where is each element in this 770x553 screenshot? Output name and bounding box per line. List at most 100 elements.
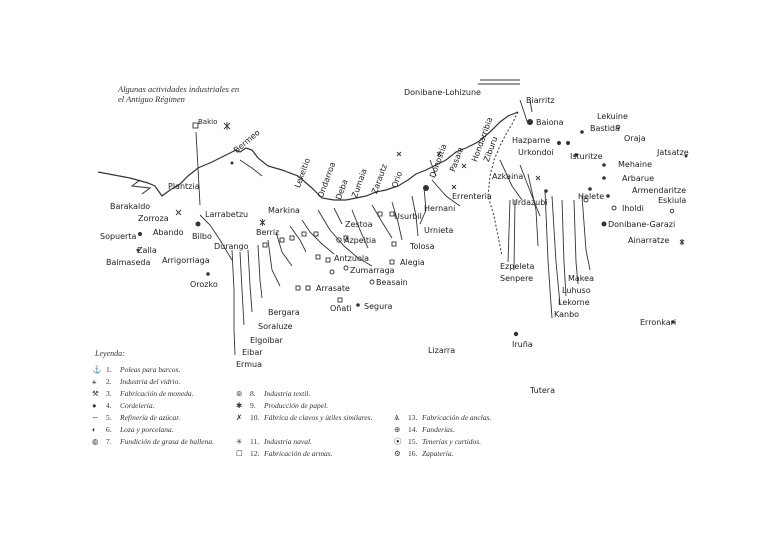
place-segura: Segura — [364, 302, 393, 311]
star-icon: ✳ — [236, 437, 243, 446]
legend-title: Leyenda: — [95, 349, 125, 358]
coin-icon: ⚒ — [92, 389, 99, 398]
place-arrigorriaga: Arrigorriaga — [162, 256, 210, 265]
place-ezpeleta: Ezpeleta — [500, 262, 535, 271]
place-arrasate: Arrasate — [316, 284, 350, 293]
place-urkondoi: Urkondoi — [518, 148, 554, 157]
place-zestoa: Zestoa — [345, 220, 373, 229]
place-bastida: Bastida — [590, 124, 620, 133]
place-sopuerta: Sopuerta — [100, 232, 137, 241]
place-eskiula: Eskiula — [658, 196, 687, 205]
pulley-icon: ⚓ — [92, 365, 102, 374]
place-hazparne: Hazparne — [512, 136, 551, 145]
legend-item-8: ⊚8.Industria textil. — [236, 389, 311, 398]
whale-icon: ◍ — [92, 437, 99, 446]
place-azpeitia: Azpeitia — [344, 236, 377, 245]
place-baiona: Baiona — [536, 118, 564, 127]
place-plantzia: Plantzia — [168, 182, 200, 191]
sugar-icon: ∽ — [92, 413, 99, 422]
legend-item-15: ⦿15.Tenerías y curtidos. — [394, 437, 482, 446]
place-urnieta: Urnieta — [424, 226, 454, 235]
map-title-line-1: Algunas actividades industriales en — [118, 84, 240, 94]
place-jatsatze: Jatsatze — [657, 148, 689, 157]
place-balmaseda: Balmaseda — [106, 258, 151, 267]
ring-dot-icon: ⊚ — [236, 389, 243, 398]
gear-circle-icon: ⚙ — [394, 449, 401, 458]
place-biarritz: Biarritz — [526, 96, 555, 105]
place-alegia: Alegia — [400, 258, 425, 267]
border-line — [487, 111, 519, 257]
place-larrabetzu: Larrabetzu — [205, 210, 249, 219]
place-donibane-lohizune: Donibane-Lohizune — [404, 88, 481, 97]
legend-item-9: ✱9.Producción de papel. — [236, 401, 329, 410]
place-barakaldo: Barakaldo — [110, 202, 151, 211]
legend-item-7: ◍7.Fundición de grasa de ballena. — [92, 437, 214, 446]
open-square-icon: ☐ — [236, 449, 243, 458]
place-isturitze: Isturitze — [570, 152, 603, 161]
place-zorroza: Zorroza — [138, 214, 169, 223]
place-tutera: Tutera — [530, 386, 555, 395]
legend-item-5: ∽5.Refinería de azúcar. — [92, 413, 181, 422]
porcelain-icon: ◐ — [92, 425, 97, 434]
place-hernani: Hernani — [424, 204, 456, 213]
place-berriz: Berriz — [256, 228, 280, 237]
place-ainarratze: Ainarratze — [628, 236, 670, 245]
place-urdazubi: Urdazubi — [512, 198, 548, 207]
place-tolosa: Tolosa — [410, 242, 435, 251]
place-errenteria: Errenteria — [452, 192, 492, 201]
place-lizarra: Lizarra — [428, 346, 456, 355]
place-markina: Markina — [268, 206, 300, 215]
crossed-x-icon: ✗ — [236, 413, 243, 422]
place-bakio: Bakio — [198, 118, 218, 126]
place-azkaina: Azkaina — [492, 172, 524, 181]
place-mehaine: Mehaine — [618, 160, 653, 169]
map-title-line-2: el Antiguo Régimen — [118, 94, 185, 104]
place-bilbo: Bilbo — [192, 232, 212, 241]
anchor-icon: Ѧ — [394, 413, 400, 422]
place-zumarraga: Zumarraga — [350, 266, 395, 275]
legend-item-16: ⚙16.Zapatería. — [394, 449, 454, 458]
place-helete: Helete — [578, 192, 605, 201]
place-donibane-garazi: Donibane-Garazi — [608, 220, 676, 229]
place-lekuine: Lekuine — [597, 112, 628, 121]
glass-icon: ⚹ — [92, 377, 97, 386]
place-beasain: Beasain — [376, 278, 408, 287]
rope-icon: ● — [92, 401, 97, 410]
place-oraja: Oraja — [624, 134, 646, 143]
place-erronkari: Erronkari — [640, 318, 677, 327]
place-kanbo: Kanbo — [554, 310, 580, 319]
legend-item-14: ⊕14.Fanderías. — [394, 425, 455, 434]
place-abando: Abando — [153, 228, 184, 237]
legend-item-1: ⚓1.Poleas para barcos. — [92, 365, 181, 374]
place-armendaritze: Armendaritze — [632, 186, 687, 195]
place-senpere: Senpere — [500, 274, 534, 283]
place-antzuola: Antzuola — [334, 254, 369, 263]
place-bergara: Bergara — [268, 308, 300, 317]
place-luhuso: Luhuso — [562, 286, 591, 295]
place-orozko: Orozko — [190, 280, 218, 289]
legend-item-2: ⚹2.Industria del vidrio. — [92, 377, 181, 386]
place-eibar: Eibar — [242, 348, 263, 357]
legend-item-10: ✗10.Fábrica de clavos y útiles similares… — [236, 413, 373, 422]
place-oinati: Oñati — [330, 304, 352, 313]
place-zalla: Zalla — [137, 246, 157, 255]
place-soraluze: Soraluze — [258, 322, 293, 331]
place-ermua: Ermua — [236, 360, 262, 369]
place-durango: Durango — [214, 242, 249, 251]
legend-item-11: ✳11.Industria naval. — [236, 437, 312, 446]
legend-item-4: ●4.Cordelería. — [92, 401, 155, 410]
place-lekorne: Lekorne — [558, 298, 590, 307]
asterisk-icon: ✱ — [236, 401, 243, 410]
legend-item-6: ◐6.Loza y porcelana. — [92, 425, 174, 434]
place-usurbil: Usurbil — [394, 212, 422, 221]
legend-item-3: ⚒3.Fabricación de moneda. — [92, 389, 194, 398]
coastline — [97, 111, 519, 201]
place-iholdi: Iholdi — [622, 204, 644, 213]
dot-ring-icon: ⦿ — [394, 437, 402, 446]
place-iruna: Iruña — [512, 340, 533, 349]
circle-cross-icon: ⊕ — [394, 425, 401, 434]
map-title: Algunas actividades industriales en el A… — [118, 84, 239, 104]
place-arbarue: Arbarue — [622, 174, 655, 183]
